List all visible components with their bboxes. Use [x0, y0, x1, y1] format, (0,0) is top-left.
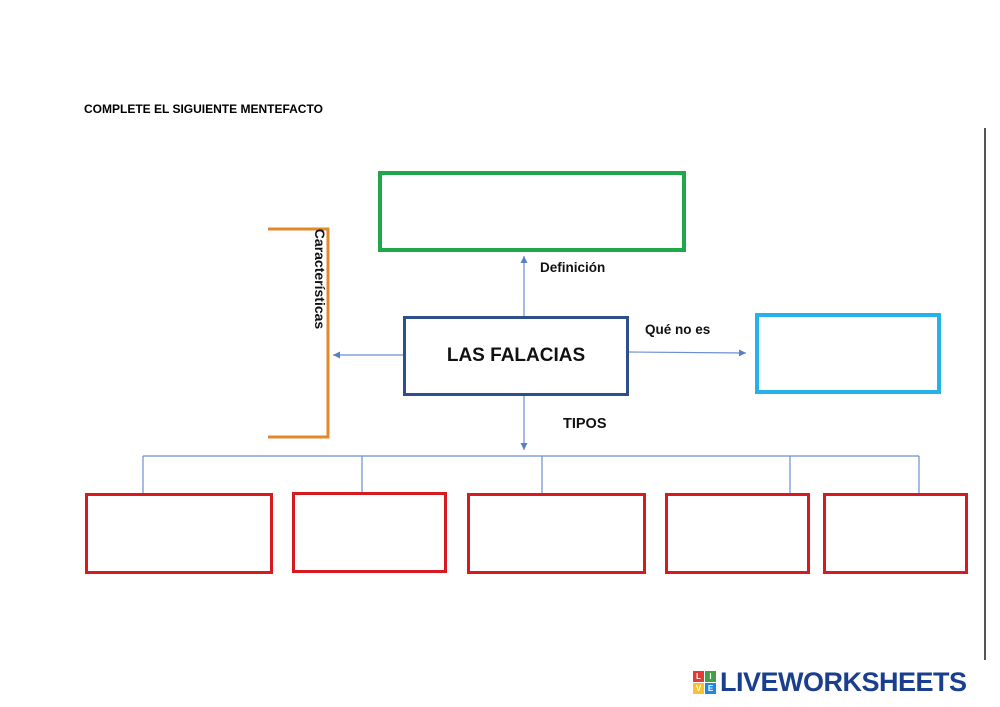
- logo-squares-icon: L I V E: [693, 670, 716, 694]
- arrow-que-no-es: [628, 349, 747, 357]
- page-edge-rule: [984, 128, 986, 660]
- label-tipos: TIPOS: [563, 416, 607, 432]
- logo-text: LIVEWORKSHEETS: [720, 666, 967, 697]
- label-definicion: Definición: [540, 260, 606, 275]
- characteristics-bracket: [268, 227, 330, 439]
- definition-answer-box[interactable]: [378, 171, 686, 252]
- label-caracteristicas: Características: [312, 228, 328, 330]
- central-label: LAS FALACIAS: [446, 345, 586, 366]
- liveworksheets-logo: L I V E LIVEWORKSHEETS: [693, 667, 967, 697]
- type-answer-box-3[interactable]: [467, 493, 646, 574]
- type-answer-box-1[interactable]: [85, 493, 273, 574]
- page-title: COMPLETE EL SIGUIENTE MENTEFACTO: [84, 102, 323, 116]
- type-answer-box-2[interactable]: [292, 492, 447, 573]
- type-answer-box-5[interactable]: [823, 493, 968, 574]
- central-concept: LAS FALACIAS: [403, 316, 629, 396]
- not-is-answer-box[interactable]: [755, 313, 941, 394]
- label-que-no-es: Qué no es: [645, 322, 711, 337]
- type-answer-box-4[interactable]: [665, 493, 810, 574]
